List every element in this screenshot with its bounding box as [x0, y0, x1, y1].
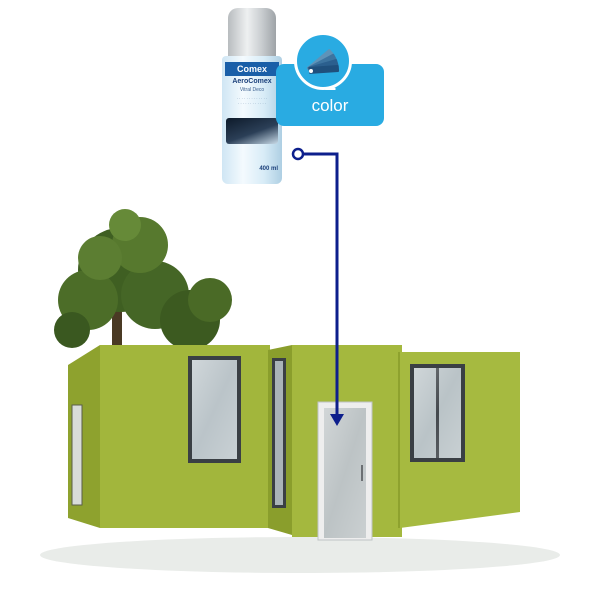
product-name: AeroComex	[232, 78, 272, 85]
color-unit-label: color	[311, 96, 349, 115]
spray-can-body: Comex AeroComex Vitral Deco · · · · · · …	[222, 56, 282, 184]
ground-shadow	[40, 537, 560, 573]
house-left-block	[68, 345, 270, 528]
spray-can-cap	[228, 8, 276, 58]
product-subtitle: Vitral Deco	[239, 87, 265, 93]
product-image	[226, 118, 278, 144]
product-volume: 400 ml	[259, 166, 278, 172]
color-swatch-fan-icon	[294, 32, 352, 90]
side-window	[71, 404, 83, 506]
spray-can: Comex AeroComex Vitral Deco · · · · · · …	[222, 8, 282, 184]
house-right-block	[398, 352, 520, 528]
product-fine-print: · · · · · · · · · · · · ·· · · · · · · ·…	[236, 96, 268, 106]
tree	[54, 209, 232, 350]
product-brand: Comex	[225, 62, 279, 76]
house-middle-block	[268, 345, 402, 541]
